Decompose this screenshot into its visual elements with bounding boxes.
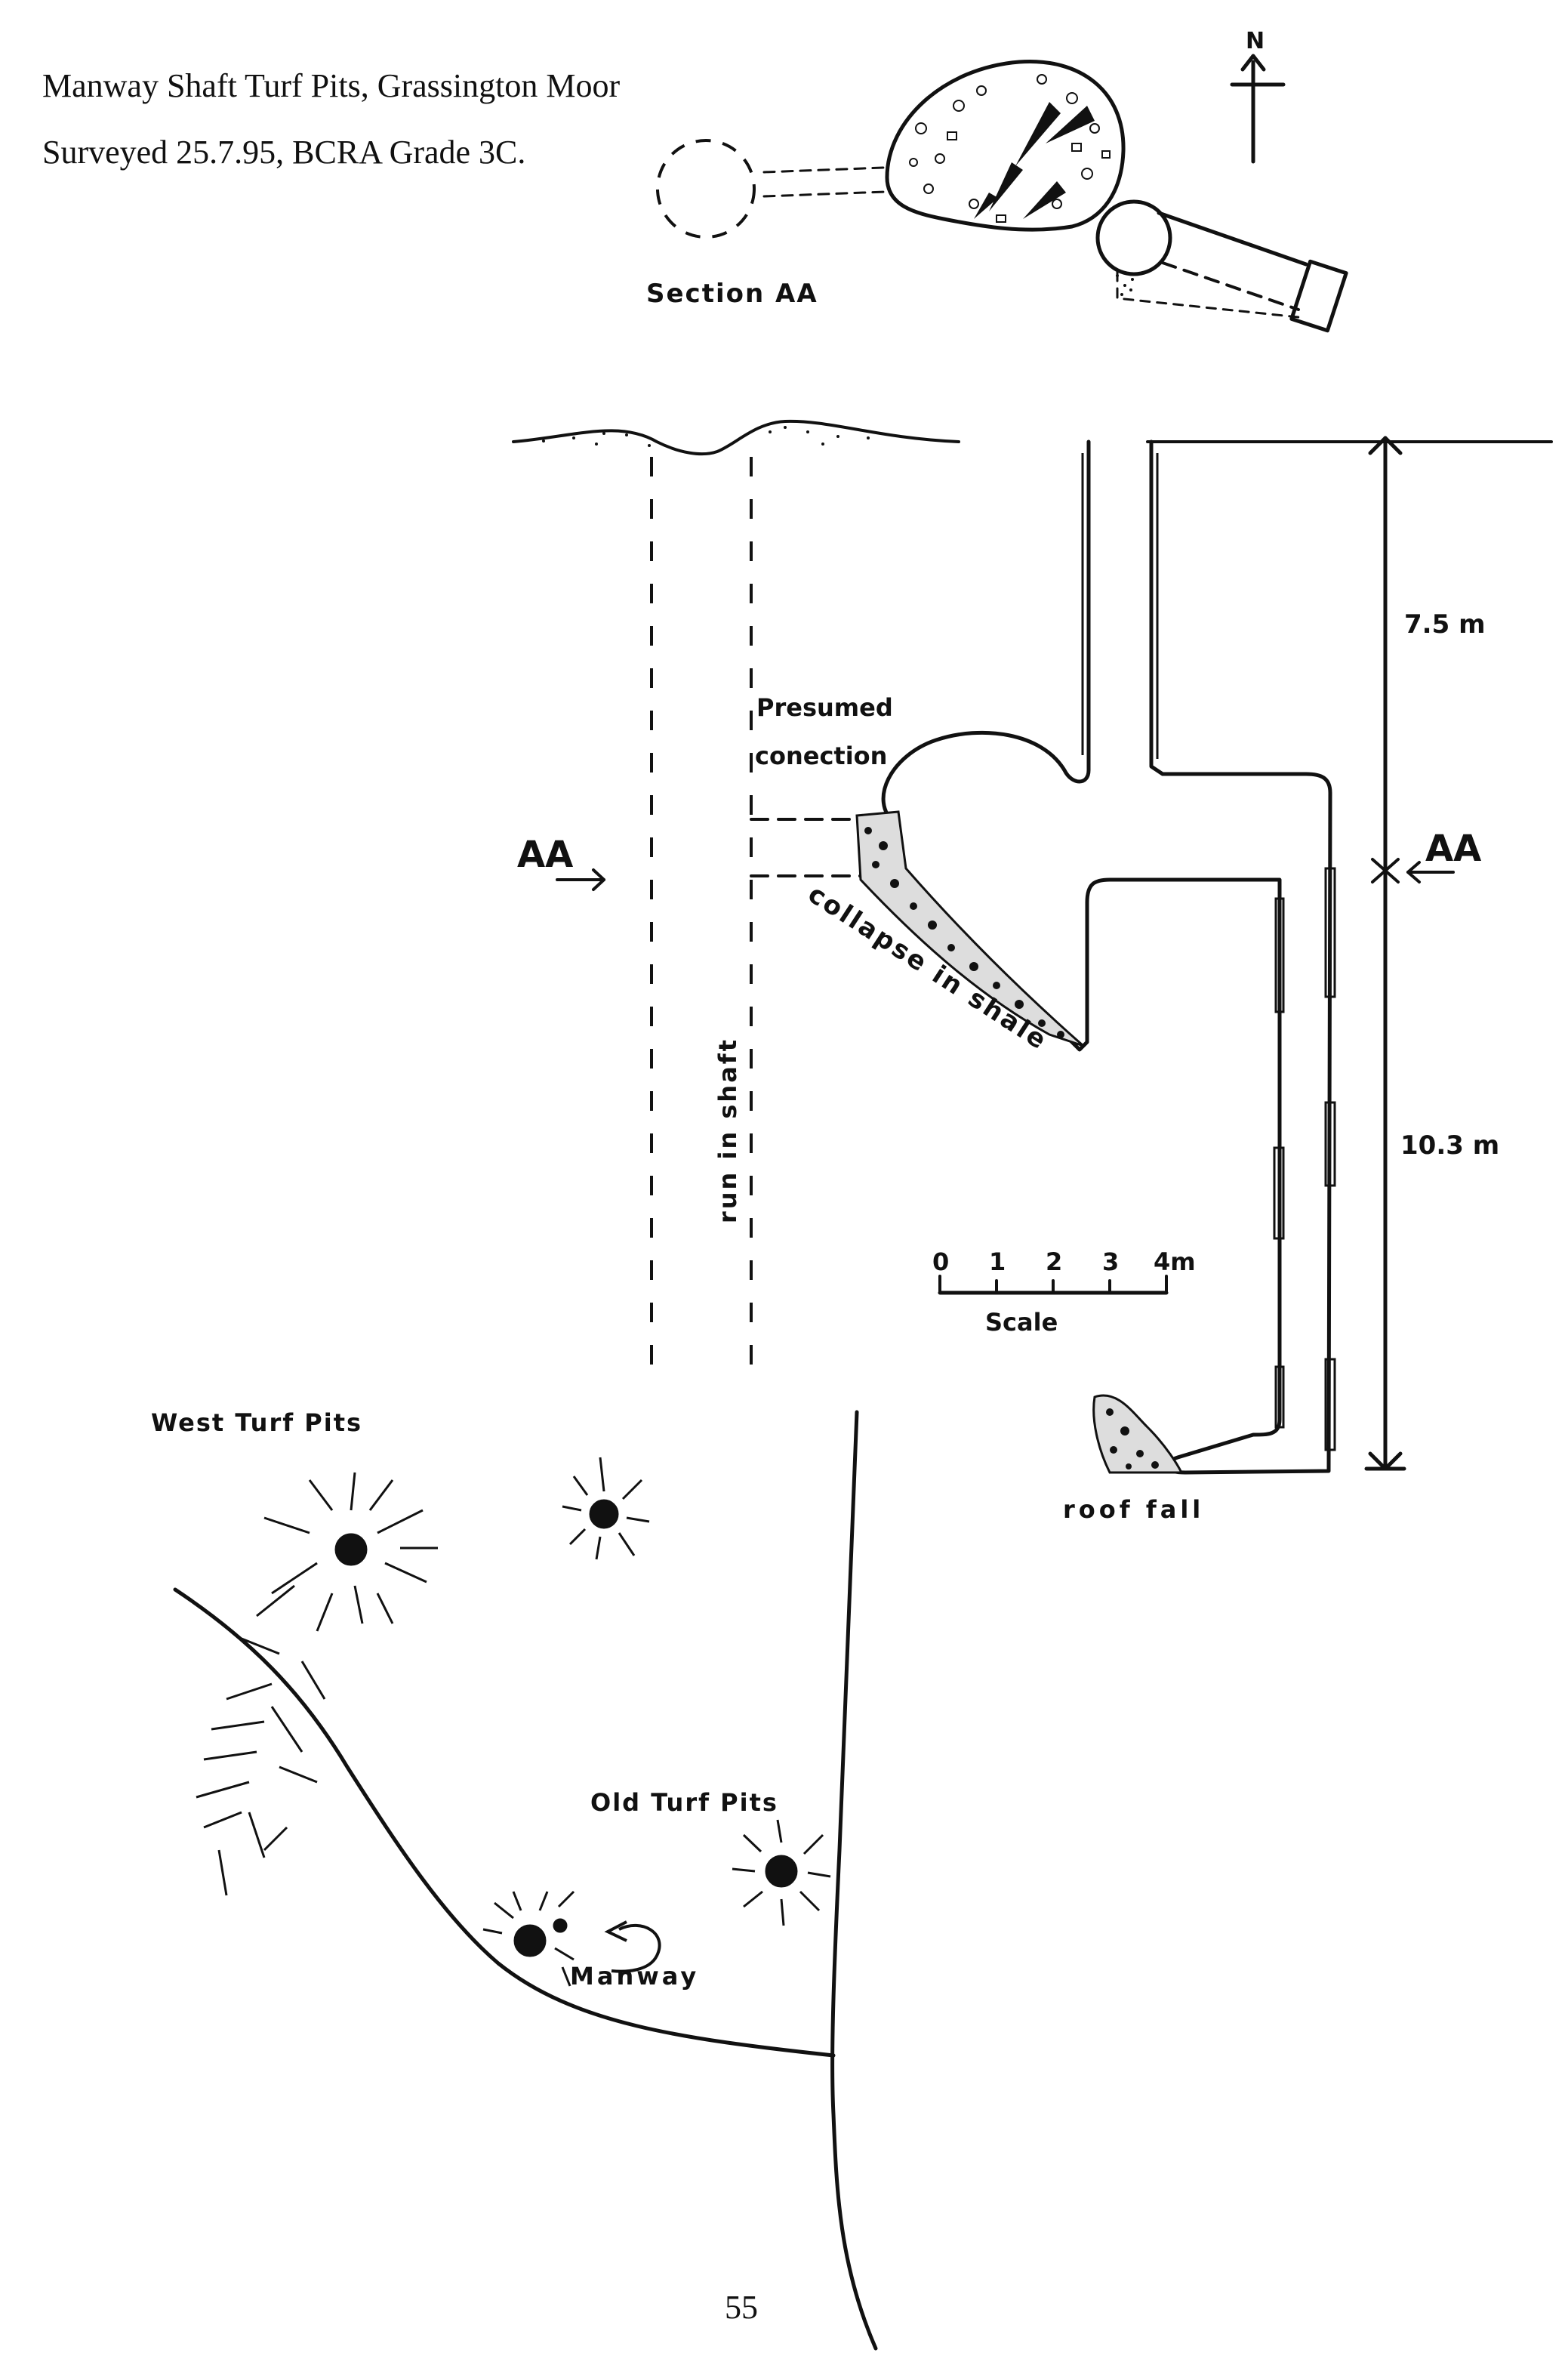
plan-stipple	[1116, 274, 1134, 296]
surface-stipple	[542, 426, 870, 447]
plan-passage-bottom-dashed	[1161, 261, 1300, 311]
scale-tick-4: 4m	[1154, 1247, 1196, 1276]
plan-view: Section AA	[646, 59, 1348, 333]
site-map: West Turf Pits Old Turf Pits	[151, 1408, 878, 2351]
scale-tick-2: 2	[1046, 1247, 1062, 1276]
plan-passage-end	[1289, 259, 1348, 333]
roof-fall-label: roof fall	[1063, 1495, 1204, 1524]
section-marker-left-label: AA	[517, 834, 573, 876]
boundary-line-diagonal	[173, 1587, 836, 2058]
shaft-masonry	[1081, 453, 1336, 1451]
west-turf-hatching	[196, 1637, 326, 1896]
scale-label: Scale	[985, 1308, 1058, 1337]
plan-shaft-head	[1095, 199, 1172, 276]
section-marker-right-label: AA	[1425, 828, 1481, 870]
plan-passage-lower-dashed	[1116, 270, 1300, 319]
title-line-1: Manway Shaft Turf Pits, Grassington Moor	[42, 67, 620, 104]
run-in-shaft-label: run in shaft	[713, 1038, 742, 1223]
section-view-label: Section AA	[646, 279, 818, 309]
plan-rubble-texture	[909, 74, 1111, 223]
scale-tick-3: 3	[1102, 1247, 1119, 1276]
plan-dashed-circle	[656, 139, 756, 239]
roof-fall-texture	[1106, 1408, 1159, 1469]
plan-passage-top	[1157, 211, 1308, 267]
section-marker-left: AA	[517, 834, 605, 891]
west-turf-pit-1-icon	[256, 1472, 438, 1632]
roof-fall-rubble	[1092, 1394, 1184, 1474]
manway-pit-icon	[482, 1890, 575, 1987]
boundary-line-vertical	[830, 1410, 878, 2351]
title-line-2: Surveyed 25.7.95, BCRA Grade 3C.	[42, 134, 525, 171]
plan-dashed-link-bottom	[762, 190, 886, 198]
depth-dimension: 7.5 m 10.3 m	[1364, 436, 1499, 1471]
north-arrow-icon: N	[1230, 28, 1286, 164]
page-number: 55	[725, 2289, 758, 2326]
dimension-upper: 7.5 m	[1404, 609, 1486, 640]
manway-arrow-icon	[604, 1920, 661, 1973]
old-turf-pits-label: Old Turf Pits	[590, 1788, 778, 1817]
plan-wedge-marks	[974, 102, 1095, 219]
collapse-rubble	[855, 810, 1084, 1047]
scale-bar: 0 1 2 3 4m Scale	[932, 1247, 1196, 1337]
section-marker-right: AA	[1406, 828, 1481, 884]
elevation-view: run in shaft Presumed conection collapse	[512, 419, 1553, 1524]
presumed-label-1: Presumed	[756, 693, 893, 722]
old-turf-pit-icon	[732, 1819, 831, 1926]
plan-dashed-link-top	[762, 166, 885, 174]
scale-tick-0: 0	[932, 1247, 949, 1276]
manway-label: Manway	[570, 1962, 699, 1991]
plan-rubble-chamber	[885, 59, 1126, 232]
west-turf-pits-label: West Turf Pits	[151, 1408, 362, 1437]
collapse-rubble-texture	[864, 827, 1064, 1038]
north-label: N	[1246, 28, 1265, 54]
dimension-lower: 10.3 m	[1400, 1130, 1499, 1161]
scale-tick-1: 1	[989, 1247, 1006, 1276]
surface-line	[512, 419, 960, 456]
presumed-label-2: conection	[755, 742, 887, 770]
west-turf-pit-2-icon	[562, 1457, 650, 1560]
